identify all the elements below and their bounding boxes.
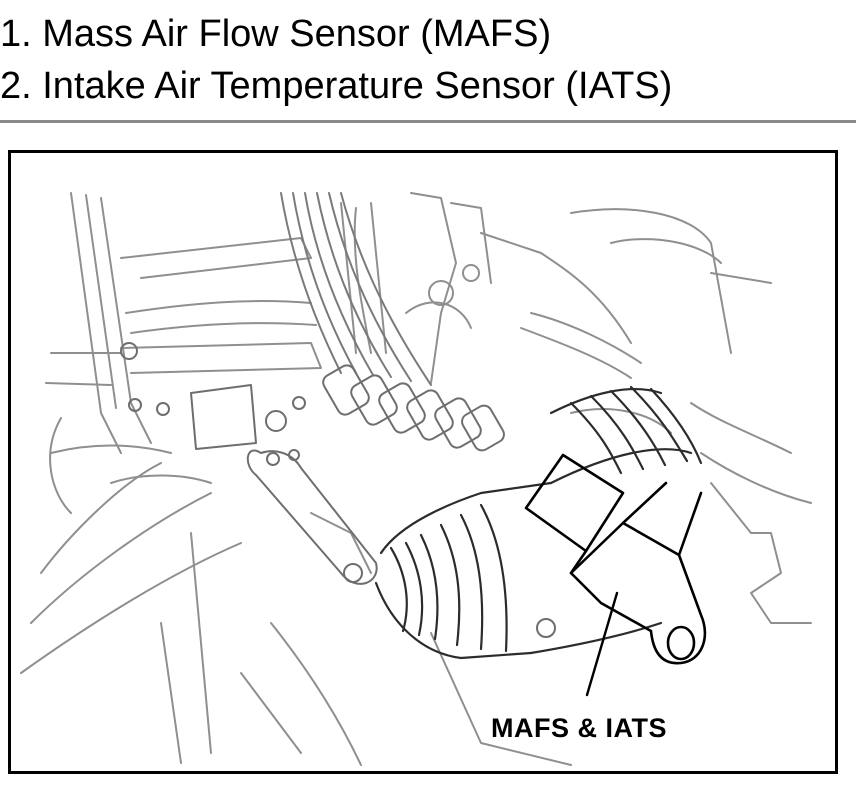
sensor-legend: 1. Mass Air Flow Sensor (MAFS) 2. Intake… xyxy=(0,8,672,112)
intake-duct xyxy=(374,385,703,660)
legend-item-mafs: 1. Mass Air Flow Sensor (MAFS) xyxy=(0,13,552,55)
mafs-iats-sensor xyxy=(524,453,707,665)
wiring-harness xyxy=(280,192,432,386)
section-divider xyxy=(0,120,856,123)
connector-cluster xyxy=(322,364,505,452)
engine-bay-illustration xyxy=(20,192,812,766)
mounting-bracket xyxy=(120,342,556,638)
background-structures xyxy=(20,192,812,766)
callout-leader-line xyxy=(585,591,619,697)
diagram-frame: MAFS & IATS xyxy=(8,150,838,774)
legend-item-iats: 2. Intake Air Temperature Sensor (IATS) xyxy=(0,65,673,107)
mafs-iats-callout-label: MAFS & IATS xyxy=(491,713,667,743)
